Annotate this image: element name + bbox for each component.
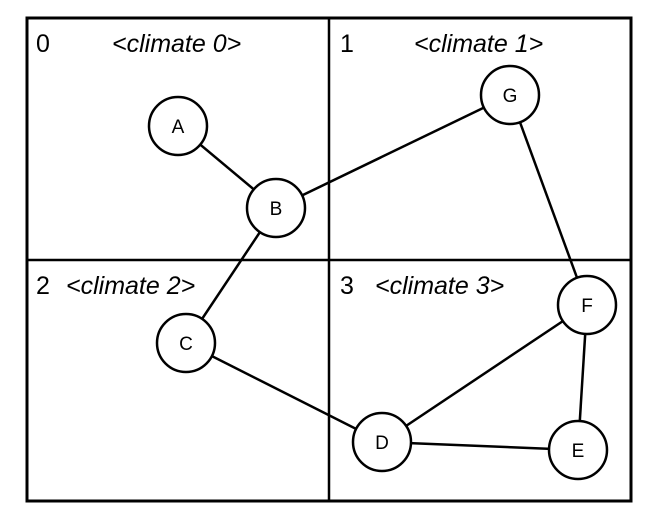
- edge-d-e: [381, 440, 579, 452]
- node-label: E: [572, 441, 585, 462]
- node-circle: [547, 419, 609, 481]
- quadrant-1-number: 1: [340, 30, 354, 58]
- quadrant-0-number: 0: [36, 30, 50, 58]
- quadrant-2-number: 2: [36, 272, 50, 300]
- edge-d-f: [381, 303, 588, 444]
- node-label: G: [503, 86, 518, 107]
- node-e: E: [547, 419, 609, 481]
- node-g: G: [479, 64, 541, 126]
- quadrant-1-climate: <climate 1>: [414, 30, 543, 58]
- node-label: B: [270, 199, 283, 220]
- node-circle: [147, 95, 209, 157]
- quadrant-3-number: 3: [340, 272, 354, 300]
- node-label: F: [581, 296, 593, 317]
- node-d: D: [351, 411, 413, 473]
- node-label: C: [179, 334, 193, 355]
- node-label: A: [172, 117, 185, 138]
- node-circle: [155, 312, 217, 374]
- node-circle: [245, 177, 307, 239]
- edge-b-g: [275, 93, 511, 210]
- edge-c-d: [185, 341, 383, 444]
- node-a: A: [147, 95, 209, 157]
- node-b: B: [245, 177, 307, 239]
- quadrant-3-climate: <climate 3>: [375, 272, 504, 300]
- nodes-layer: A B C D E F G: [147, 64, 618, 481]
- node-circle: [479, 64, 541, 126]
- node-f: F: [556, 274, 618, 336]
- node-label: D: [375, 433, 389, 454]
- quadrant-2-climate: <climate 2>: [66, 272, 195, 300]
- quadrant-0-climate: <climate 0>: [112, 30, 241, 58]
- edge-f-g: [508, 94, 589, 306]
- node-circle: [351, 411, 413, 473]
- node-c: C: [155, 312, 217, 374]
- node-circle: [556, 274, 618, 336]
